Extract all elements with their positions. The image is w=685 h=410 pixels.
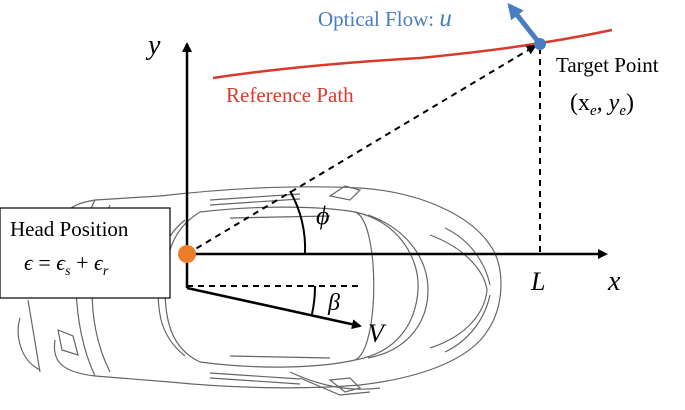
optical-flow-arrow: [507, 2, 542, 46]
velocity-vector: [186, 286, 362, 330]
head-position-equation: ϵ = ϵs + ϵr: [24, 250, 109, 279]
axes: [182, 42, 608, 288]
head-position-dot: [178, 245, 196, 263]
phi-arc: [289, 190, 307, 255]
target-point-dot: [534, 38, 546, 50]
target-point-coords: (xe, ye): [570, 90, 634, 119]
l-distance-label: L: [530, 267, 545, 296]
beta-arc: [311, 285, 317, 315]
beta-label: β: [327, 290, 340, 316]
lookahead-line: [186, 44, 537, 255]
velocity-label: V: [368, 319, 387, 348]
x-axis-label: x: [607, 266, 621, 297]
phi-label: ϕ: [316, 201, 329, 230]
head-position-box: [0, 207, 171, 299]
head-position-label: Head Position: [10, 217, 129, 241]
optical-flow-label: Optical Flow: u: [318, 5, 452, 32]
target-point-label: Target Point: [556, 53, 659, 77]
reference-path-curve: [212, 28, 613, 80]
reference-path-label: Reference Path: [226, 83, 354, 107]
y-axis-label: y: [145, 30, 161, 61]
